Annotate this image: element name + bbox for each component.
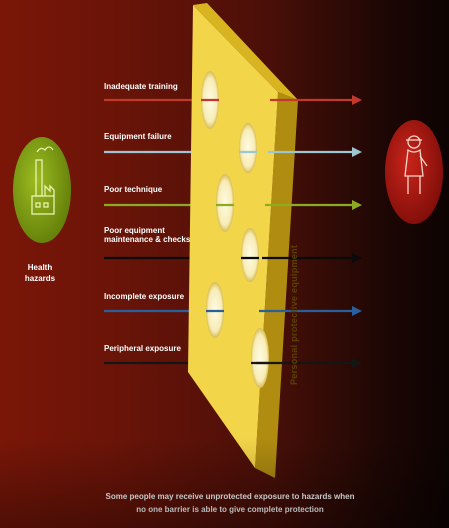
barrier-hole [216, 174, 234, 232]
pathway-label: Peripheral exposure [104, 344, 181, 353]
pathway-arrowhead [352, 95, 362, 105]
ppe-barrier-label: Personal protective equipment [289, 245, 299, 385]
pathway-label: Inadequate training [104, 82, 178, 91]
pathway-label: Poor technique [104, 185, 162, 194]
pathway-arrowhead [352, 200, 362, 210]
hazard-source [13, 137, 71, 243]
pathway-label: Poor equipment maintenance & checks [104, 226, 214, 244]
pathway-label: Equipment failure [104, 132, 172, 141]
pathway-arrowhead [352, 306, 362, 316]
barrier-hole [251, 328, 269, 388]
pathway-arrowhead [352, 147, 362, 157]
hazard-source-label: Health hazards [12, 262, 68, 284]
barrier-hole [239, 123, 257, 173]
pathway-label: Incomplete exposure [104, 292, 184, 301]
barrier-hole [241, 228, 259, 282]
pathway-arrowhead [352, 253, 362, 263]
diagram-caption: Some people may receive unprotected expo… [100, 490, 360, 516]
worker-target [385, 120, 443, 224]
pathway-arrowhead [352, 358, 362, 368]
